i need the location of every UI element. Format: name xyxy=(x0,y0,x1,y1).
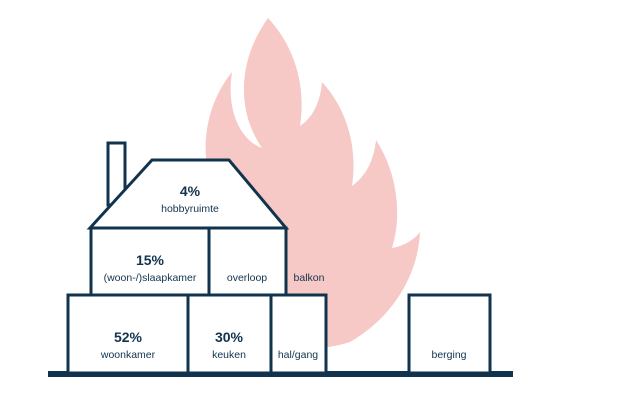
kitchen-label: keuken xyxy=(212,349,246,361)
room-hallway xyxy=(269,293,328,375)
sleep-label: (woon-/)slaapkamer xyxy=(104,272,197,284)
living-percentage: 52% xyxy=(114,329,143,345)
hobby-label: hobbyruimte xyxy=(161,203,219,215)
sleep-percentage: 15% xyxy=(136,252,165,268)
storage-label: berging xyxy=(431,349,466,361)
room-living xyxy=(66,293,190,375)
balcony-rail xyxy=(284,228,328,371)
hallway-label: hal/gang xyxy=(278,349,318,361)
living-label: woonkamer xyxy=(100,349,156,361)
room-storage xyxy=(407,293,492,375)
hobby-percentage: 4% xyxy=(180,183,201,199)
room-sleep xyxy=(89,226,211,297)
landing-label: overloop xyxy=(227,272,267,284)
house xyxy=(66,141,492,375)
balcony-label: balkon xyxy=(294,272,325,284)
room-kitchen xyxy=(186,293,273,375)
room-labels: 4% hobbyruimte 15% (woon-/)slaapkamer ov… xyxy=(100,183,467,361)
kitchen-percentage: 30% xyxy=(215,329,244,345)
room-landing xyxy=(207,226,288,297)
